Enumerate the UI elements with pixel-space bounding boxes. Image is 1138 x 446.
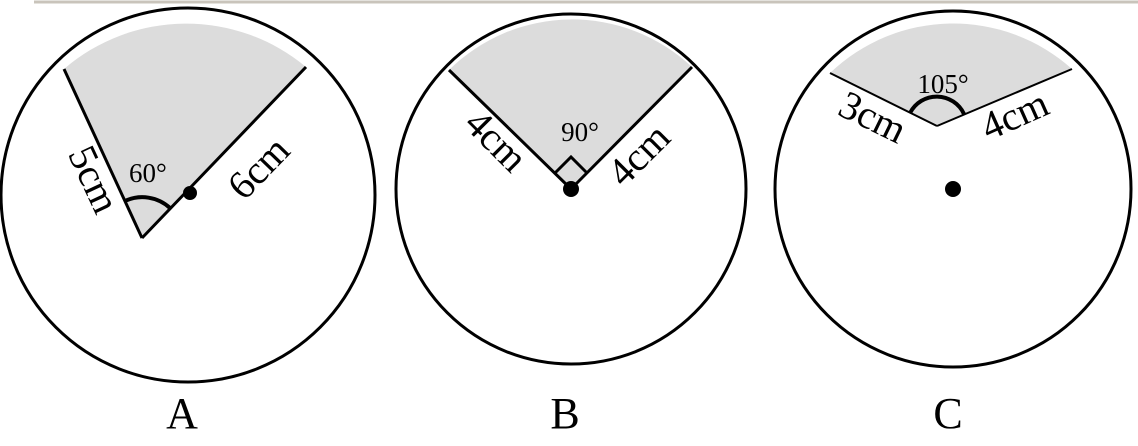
figure-a-shaded-region [64,23,306,238]
figure-c: 105° 3cm 4cm C [773,9,1133,438]
figure-c-angle-arc [908,94,966,115]
figure-a-angle-arc [124,195,172,210]
figure-a-chord-5cm [62,68,144,239]
figure-c-shaded-region [830,23,1072,127]
figure-a: 60° 5cm 6cm A [0,6,377,438]
figure-c-center-dot [945,181,961,197]
figure-b-center-dot [563,181,579,197]
figure-b-right-angle-marker [553,154,589,175]
figure-b: 90° 4cm 4cm B [394,12,748,438]
figure-a-chord-6cm [140,65,308,240]
figure-c-caption: C [933,389,962,438]
figure-b-radius-right [569,65,694,191]
figure-c-chord-3cm [829,72,938,127]
figure-a-center-dot [183,186,197,200]
figure-c-chord-4cm [936,68,1073,127]
figure-c-angle-label: 105° [917,69,968,99]
figure-b-shaded-region [449,19,692,189]
figure-b-radius-left [447,68,573,191]
figure-a-caption: A [166,389,198,438]
figure-a-angle-label: 60° [129,158,167,188]
figure-b-caption: B [550,389,579,438]
figure-c-circle [773,9,1133,369]
figure-a-circle [0,6,377,384]
figure-b-circle [394,12,748,366]
figure-b-angle-label: 90° [561,117,599,147]
